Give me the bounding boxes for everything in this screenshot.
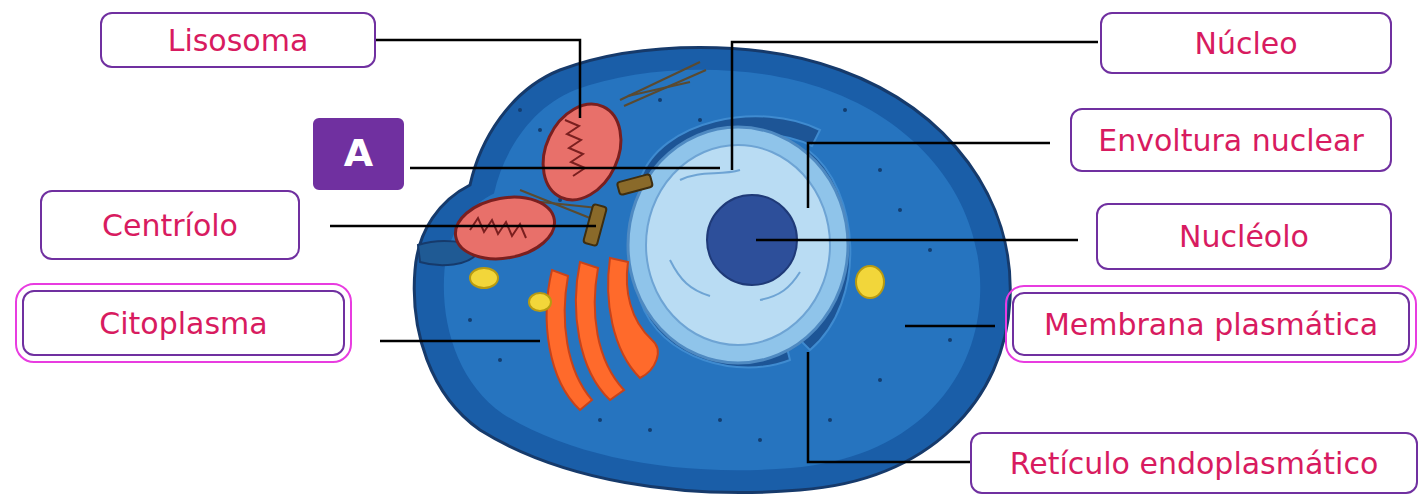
- part-name: Nucléolo: [1179, 220, 1309, 253]
- nuclear-envelope: [646, 145, 830, 345]
- cytoplasm-dots: [468, 98, 952, 442]
- label-box: Citoplasma: [22, 290, 345, 356]
- golgi-apparatus: [547, 258, 658, 410]
- vesicles: [470, 266, 884, 311]
- label-box: Retículo endoplasmático: [970, 432, 1418, 494]
- cell-cytoplasm: [444, 70, 980, 471]
- part-name: Centríolo: [102, 209, 238, 242]
- label-box: Núcleo: [1100, 12, 1392, 74]
- part-name: Núcleo: [1194, 27, 1297, 60]
- callout-letter-box: A: [313, 118, 404, 190]
- chromatin: [670, 170, 800, 300]
- part-name: Envoltura nuclear: [1098, 124, 1363, 157]
- label-box: Envoltura nuclear: [1070, 108, 1392, 172]
- nucleus: [628, 127, 848, 363]
- leader-lines: [330, 40, 1098, 462]
- label-box: Centríolo: [40, 190, 300, 260]
- centrioles: [583, 174, 653, 246]
- part-name: Citoplasma: [99, 307, 267, 340]
- part-name: Membrana plasmática: [1044, 308, 1378, 341]
- label-box: Lisosoma: [100, 12, 376, 68]
- cell-membrane: [414, 48, 1010, 493]
- mitochondrion: [451, 190, 560, 266]
- callout-letter: A: [344, 133, 373, 175]
- part-name: Lisosoma: [168, 24, 309, 57]
- label-box: Membrana plasmática: [1012, 292, 1410, 356]
- part-name: Retículo endoplasmático: [1010, 447, 1379, 480]
- label-box: Nucléolo: [1096, 203, 1392, 270]
